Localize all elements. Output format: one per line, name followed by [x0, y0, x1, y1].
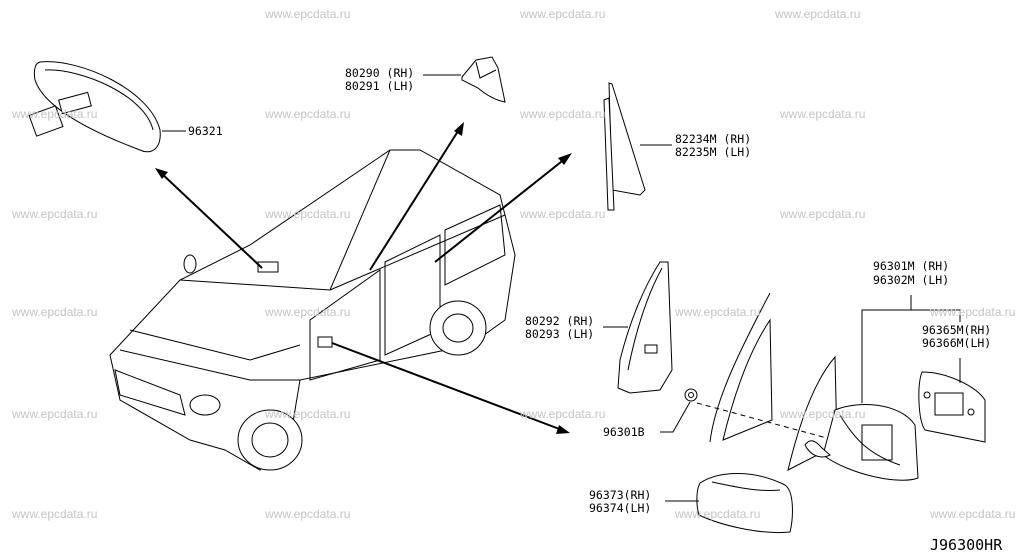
watermark-text: www.epcdata.ru — [11, 305, 97, 319]
watermark-text: www.epcdata.ru — [264, 207, 350, 221]
watermark-text: www.epcdata.ru — [11, 107, 97, 121]
corner-cover-upper-lh-label: 80291 (LH) — [345, 79, 414, 93]
nut-label: 96301B — [603, 425, 645, 439]
mirror-cover-lh-label: 96374(LH) — [589, 501, 651, 515]
watermark-layer: www.epcdata.ru www.epcdata.ru www.epcdata.… — [11, 7, 1015, 521]
watermark-text: www.epcdata.ru — [519, 407, 605, 421]
sash-cover-lh-label: 82235M (LH) — [675, 145, 751, 159]
mirror-cover-part[interactable] — [696, 473, 793, 534]
watermark-text: www.epcdata.ru — [519, 107, 605, 121]
watermark-text: www.epcdata.ru — [929, 507, 1015, 521]
watermark-text: www.epcdata.ru — [519, 7, 605, 21]
watermark-text: www.epcdata.ru — [11, 207, 97, 221]
callout-arrows — [155, 122, 572, 434]
watermark-text: www.epcdata.ru — [264, 407, 350, 421]
mirror-glass-rh-label: 96365M(RH) — [922, 323, 991, 337]
mirror-glass-lh-label: 96366M(LH) — [922, 336, 991, 350]
door-panel-outline — [709, 292, 838, 471]
watermark-text: www.epcdata.ru — [264, 507, 350, 521]
watermark-text: www.epcdata.ru — [674, 507, 760, 521]
watermark-text: www.epcdata.ru — [929, 305, 1015, 319]
watermark-text: www.epcdata.ru — [774, 7, 860, 21]
nut-part[interactable] — [684, 388, 698, 402]
watermark-text: www.epcdata.ru — [779, 207, 865, 221]
watermark-text: www.epcdata.ru — [264, 107, 350, 121]
watermark-text: www.epcdata.ru — [264, 7, 350, 21]
watermark-text: www.epcdata.ru — [779, 107, 865, 121]
vehicle-illustration — [109, 149, 516, 471]
watermark-text: www.epcdata.ru — [779, 407, 865, 421]
inner-mirror-label: 96321 — [188, 124, 223, 138]
watermark-text: www.epcdata.ru — [11, 407, 97, 421]
diagram-code: J96300HR — [930, 536, 1003, 554]
door-mirror-lh-label: 96302M (LH) — [873, 273, 949, 287]
mirror-cover-rh-label: 96373(RH) — [589, 488, 651, 502]
watermark-text: www.epcdata.ru — [264, 305, 350, 319]
watermark-text: www.epcdata.ru — [674, 305, 760, 319]
corner-cover-upper-rh-label: 80290 (RH) — [345, 66, 414, 80]
watermark-text: www.epcdata.ru — [11, 507, 97, 521]
door-mirror-rh-label: 96301M (RH) — [873, 259, 949, 273]
corner-cover-upper-part[interactable] — [461, 56, 506, 103]
corner-finisher-lh-label: 80293 (LH) — [525, 327, 594, 341]
sash-cover-rh-label: 82234M (RH) — [675, 132, 751, 146]
mirror-glass-part[interactable] — [918, 371, 986, 443]
corner-finisher-rh-label: 80292 (RH) — [525, 314, 594, 328]
watermark-text: www.epcdata.ru — [519, 207, 605, 221]
inner-mirror-part[interactable] — [28, 61, 186, 153]
sash-cover-part[interactable] — [603, 82, 672, 211]
door-mirror-part[interactable] — [804, 404, 919, 481]
corner-finisher-part[interactable] — [603, 261, 673, 394]
